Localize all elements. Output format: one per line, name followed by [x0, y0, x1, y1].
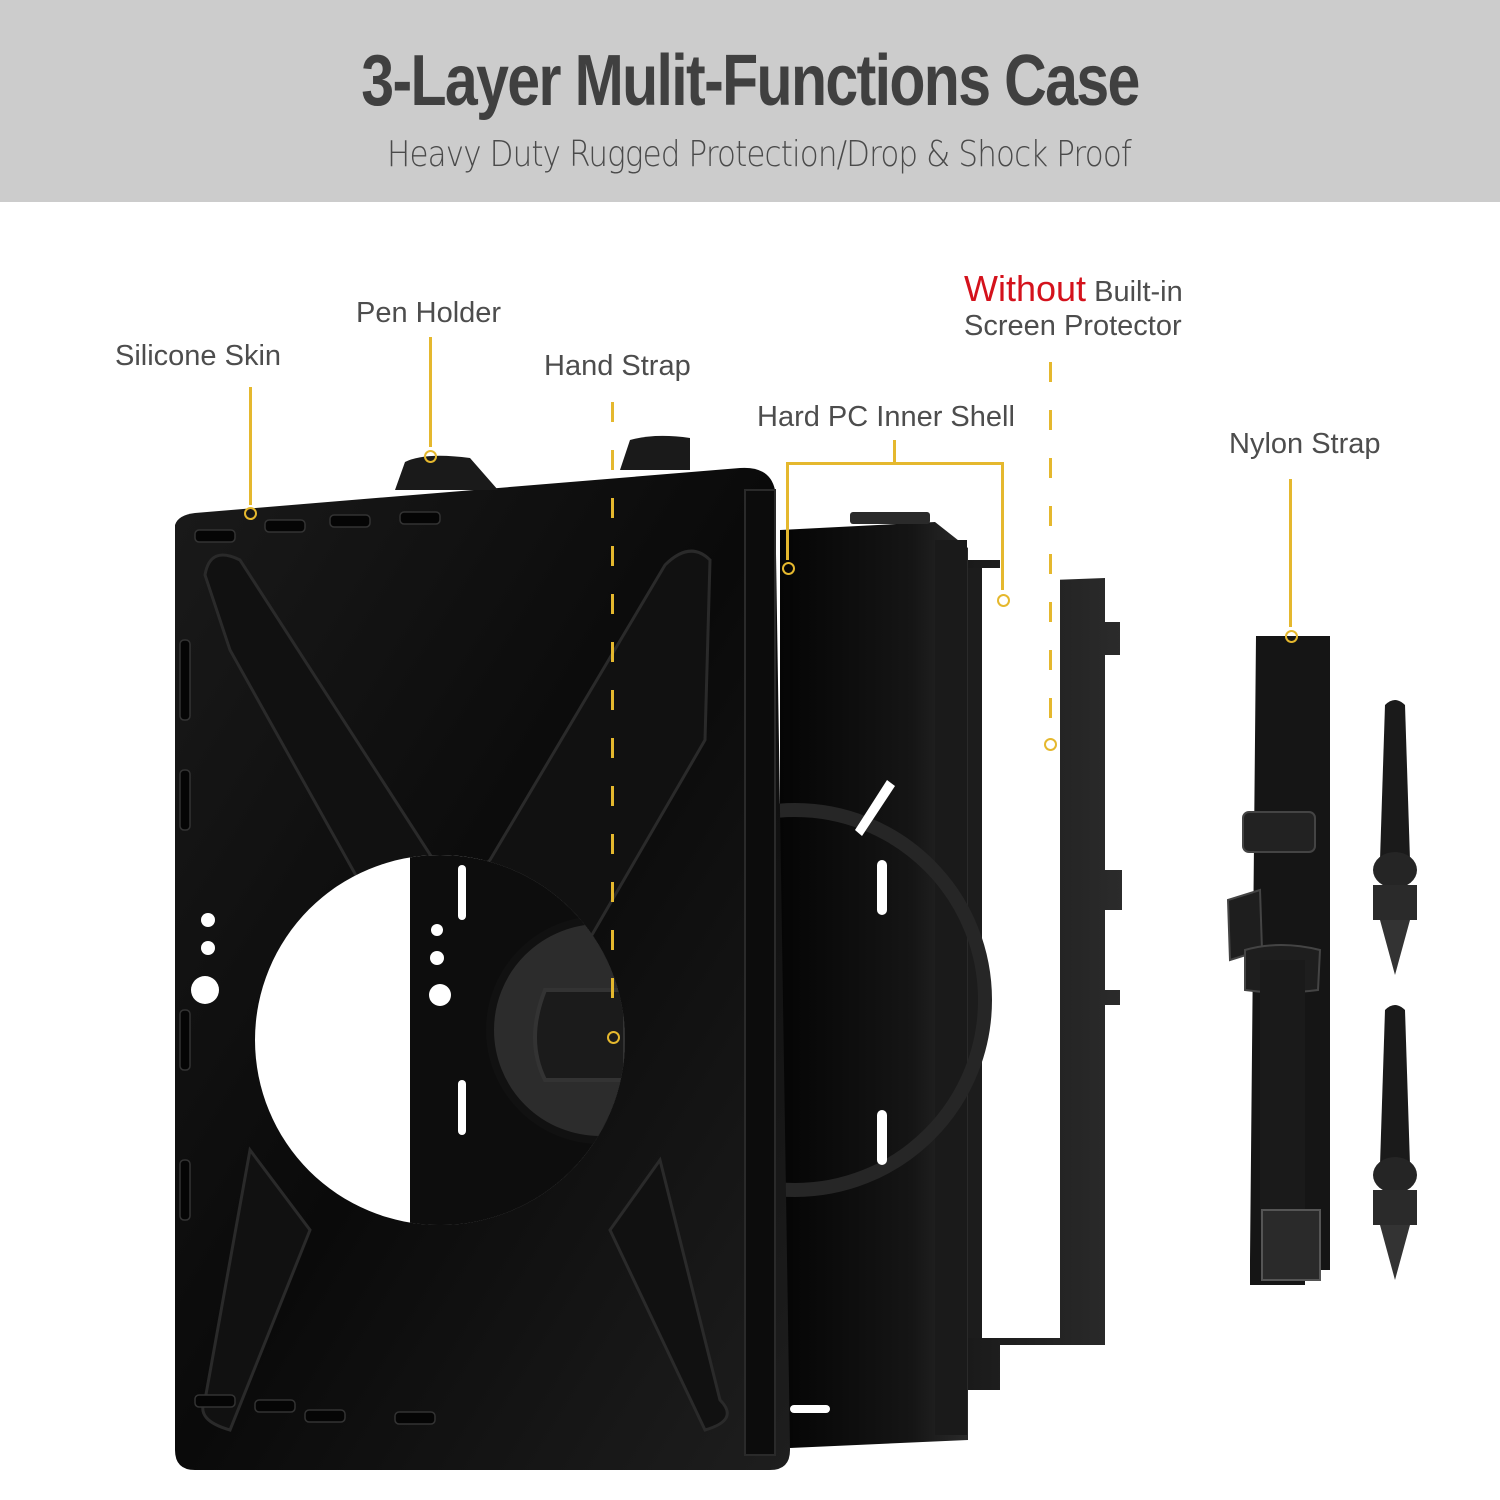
page-subtitle: Heavy Duty Rugged Protection/Drop & Shoc…: [387, 134, 1132, 175]
lanyard-clip-top: [1373, 700, 1417, 975]
callout-bracket-stem: [893, 440, 896, 464]
callout-bracket-bar: [786, 462, 1004, 465]
nylon-strap: [1226, 636, 1330, 1285]
callout-dot-inner-shell-right: [997, 594, 1010, 607]
callout-line-silicone-skin: [249, 387, 252, 505]
callout-bracket-left: [786, 462, 789, 560]
callout-line-hand-strap: [611, 402, 614, 1024]
callout-line-nylon-strap: [1289, 479, 1292, 627]
header-banner: 3-Layer Mulit-Functions Case Heavy Duty …: [0, 0, 1500, 202]
callout-screen-protector-line1: Built-in: [1094, 276, 1183, 308]
callout-hand-strap: Hand Strap: [544, 350, 691, 382]
callout-pen-holder: Pen Holder: [356, 297, 502, 329]
screen-frame: [968, 560, 1122, 1390]
callout-line-screen-protector: [1049, 362, 1052, 727]
callout-nylon-strap: Nylon Strap: [1229, 428, 1381, 460]
callout-screen-protector: Without Built-in Screen Protector: [964, 271, 1183, 343]
callout-dot-inner-shell-left: [782, 562, 795, 575]
callout-line-pen-holder: [429, 337, 432, 447]
page-title: 3-Layer Mulit-Functions Case: [361, 41, 1140, 121]
callout-dot-screen-protector: [1044, 738, 1057, 751]
callout-hard-pc-inner-shell: Hard PC Inner Shell: [757, 401, 1015, 433]
callout-dot-pen-holder: [424, 450, 437, 463]
callout-silicone-skin: Silicone Skin: [115, 340, 282, 372]
callout-dot-silicone-skin: [244, 507, 257, 520]
inner-shell: [598, 512, 992, 1448]
callout-screen-protector-line2: Screen Protector: [964, 310, 1182, 342]
emphasis-without: Without: [964, 268, 1087, 309]
callout-bracket-right: [1001, 462, 1004, 590]
callout-dot-nylon-strap: [1285, 630, 1298, 643]
silicone-skin: [175, 435, 790, 1470]
callout-dot-hand-strap: [607, 1031, 620, 1044]
lanyard-clip-bottom: [1373, 1005, 1417, 1280]
